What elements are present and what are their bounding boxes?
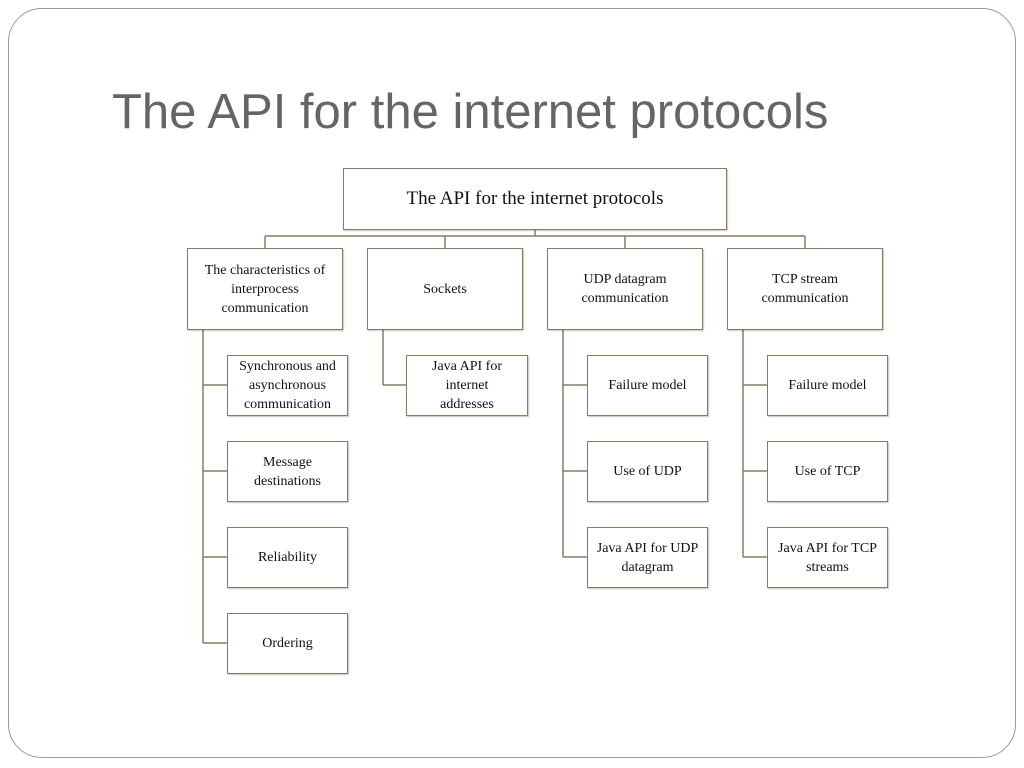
leaf-node-sync-async: Synchronous and asynchronous communicati… — [227, 355, 348, 416]
leaf-node-label: Ordering — [262, 636, 313, 651]
leaf-node-label: Failure model — [788, 378, 867, 393]
leaf-node-reliability: Reliability — [227, 527, 348, 588]
leaf-node-label: Synchronous and asynchronous communicati… — [239, 359, 336, 412]
leaf-node-ordering: Ordering — [227, 613, 348, 674]
leaf-node-label: Message destinations — [254, 454, 321, 489]
branch-node-label: The characteristics of interprocess comm… — [204, 262, 326, 316]
branch-node-sockets: Sockets — [367, 248, 523, 330]
leaf-node-udp-failure-model: Failure model — [587, 355, 708, 416]
branch-node-ipc-characteristics: The characteristics of interprocess comm… — [187, 248, 343, 330]
leaf-node-label: Java API for TCP streams — [778, 540, 877, 575]
leaf-node-java-tcp-streams: Java API for TCP streams — [767, 527, 888, 588]
leaf-node-label: Use of TCP — [794, 464, 861, 479]
leaf-node-tcp-failure-model: Failure model — [767, 355, 888, 416]
leaf-node-label: Failure model — [608, 378, 687, 393]
branch-node-label: TCP stream communication — [761, 272, 849, 306]
leaf-node-label: Reliability — [257, 550, 318, 565]
leaf-node-label: Java API for UDP datagram — [596, 540, 699, 575]
leaf-node-use-of-udp: Use of UDP — [587, 441, 708, 502]
diagram-root-node: The API for the internet protocols — [343, 168, 727, 230]
branch-node-udp: UDP datagram communication — [547, 248, 703, 330]
slide-title: The API for the internet protocols — [112, 85, 829, 139]
leaf-node-java-internet-addresses: Java API for internet addresses — [406, 355, 528, 416]
branch-node-label: Sockets — [423, 281, 467, 297]
leaf-node-message-destinations: Message destinations — [227, 441, 348, 502]
leaf-node-label: Java API for internet addresses — [432, 359, 502, 412]
branch-node-label: UDP datagram communication — [581, 272, 669, 306]
leaf-node-use-of-tcp: Use of TCP — [767, 441, 888, 502]
root-node-label: The API for the internet protocols — [406, 188, 664, 209]
leaf-node-label: Use of UDP — [613, 464, 682, 479]
leaf-node-java-udp-datagram: Java API for UDP datagram — [587, 527, 708, 588]
branch-node-tcp: TCP stream communication — [727, 248, 883, 330]
